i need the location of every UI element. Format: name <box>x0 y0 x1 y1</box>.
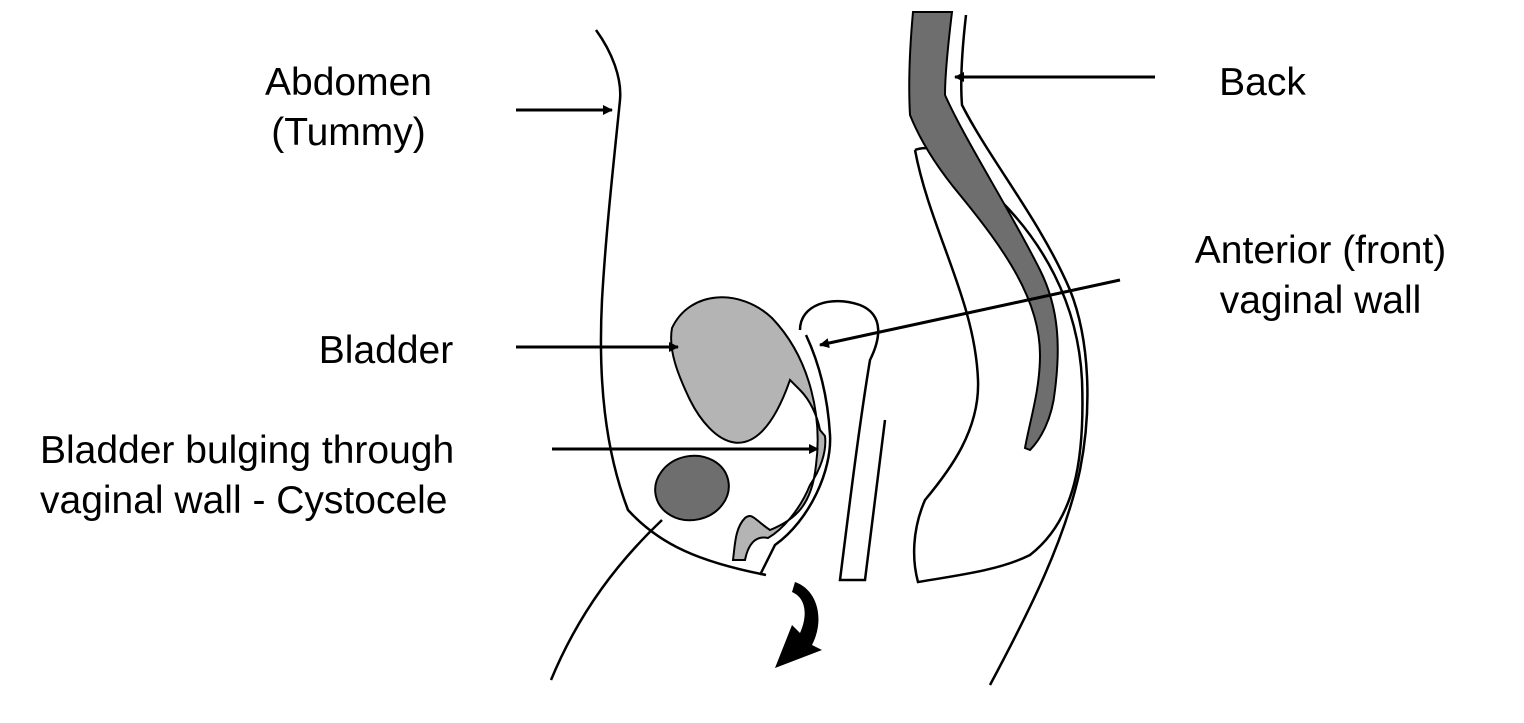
cystocele-label: Bladder bulging through vaginal wall - C… <box>40 426 530 526</box>
back-label-text: Back <box>1219 61 1306 104</box>
prolapse-arrow <box>775 582 822 668</box>
abdomen-label-line1: Abdomen <box>265 61 432 104</box>
rectum-outline <box>912 146 1084 584</box>
cystocele-label-line1: Bladder bulging through <box>40 429 455 472</box>
thigh-outline <box>549 519 663 681</box>
pubic-bone <box>654 454 730 522</box>
abdomen-label-line2: (Tummy) <box>271 111 426 154</box>
spine-shape <box>908 11 1059 452</box>
anterior-wall-pointer-arrow <box>819 278 1121 348</box>
cystocele-label-line2: vaginal wall - Cystocele <box>40 479 448 522</box>
anterior-wall-label: Anterior (front) vaginal wall <box>1168 226 1473 326</box>
vaginal-channel <box>798 300 887 582</box>
bladder-label: Bladder <box>296 326 476 376</box>
back-outline <box>959 14 1089 686</box>
bladder-label-text: Bladder <box>318 329 454 372</box>
vaginal-front-wall <box>758 334 832 576</box>
anterior-wall-label-line2: vaginal wall <box>1219 279 1422 322</box>
bladder-shape <box>670 296 827 561</box>
back-label: Back <box>1195 58 1330 108</box>
abdomen-label: Abdomen (Tummy) <box>246 58 451 158</box>
anterior-wall-label-line1: Anterior (front) <box>1194 229 1447 272</box>
abdomen-outline <box>594 29 767 577</box>
